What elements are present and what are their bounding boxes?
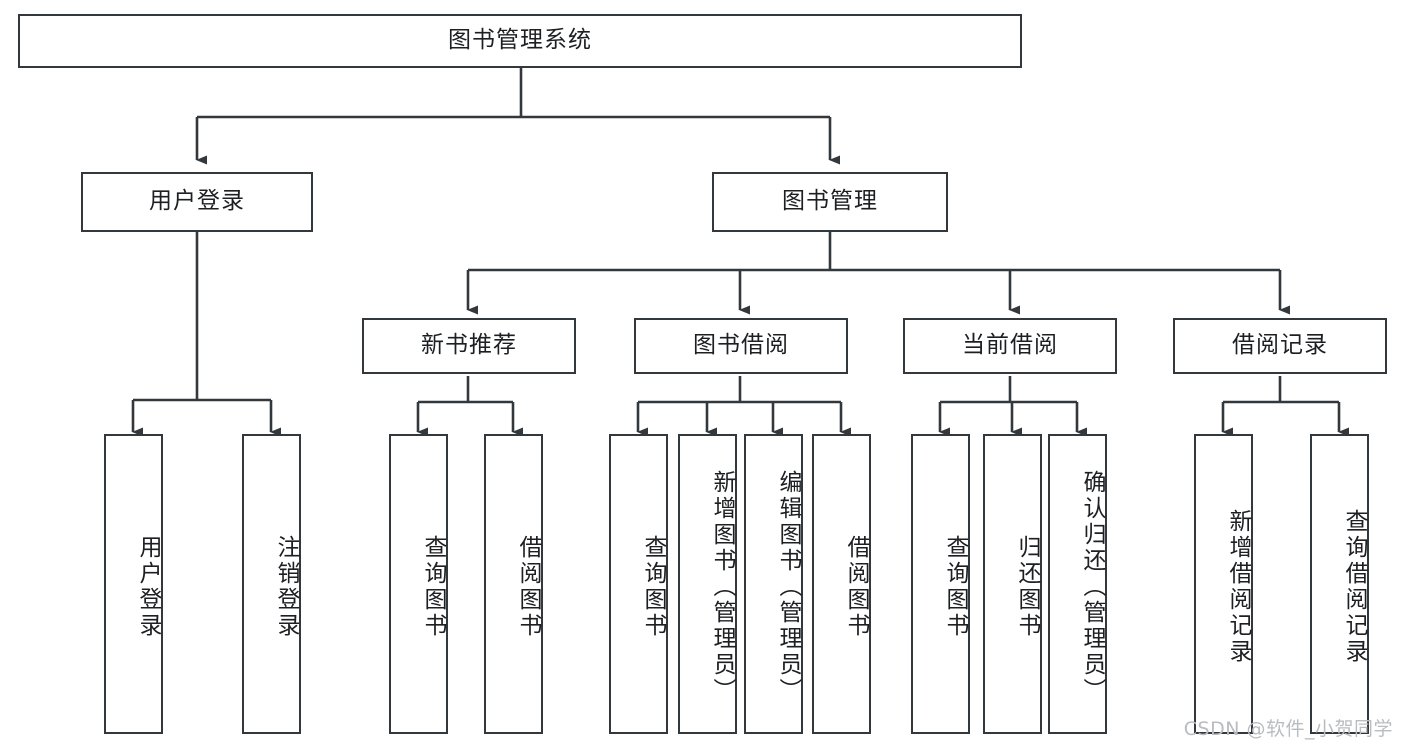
node-leaf-borrow-book-2[interactable]: 借阅图书 (812, 434, 871, 734)
node-book-borrow[interactable]: 图书借阅 (634, 318, 848, 374)
node-leaf-user-login-label: 用户登录 (135, 535, 161, 639)
node-leaf-user-logout-label: 注销登录 (273, 535, 299, 639)
node-book-borrow-label: 图书借阅 (693, 332, 789, 359)
node-leaf-edit-book-label: 编辑图书（管理员） (775, 470, 801, 704)
node-leaf-edit-book[interactable]: 编辑图书（管理员） (744, 434, 803, 734)
node-borrow-record-label: 借阅记录 (1232, 332, 1328, 359)
watermark: CSDN @软件_小贺同学 (1183, 718, 1393, 740)
node-book-manage-label: 图书管理 (782, 188, 878, 215)
node-user-login[interactable]: 用户登录 (81, 172, 313, 232)
node-leaf-add-book[interactable]: 新增图书（管理员） (678, 434, 737, 734)
node-root-label: 图书管理系统 (448, 27, 592, 54)
node-leaf-add-book-label: 新增图书（管理员） (709, 470, 735, 704)
node-new-book-recommend[interactable]: 新书推荐 (362, 318, 576, 374)
node-current-borrow[interactable]: 当前借阅 (903, 318, 1117, 374)
node-leaf-borrow-book-2-label: 借阅图书 (843, 535, 869, 639)
node-leaf-user-logout[interactable]: 注销登录 (242, 434, 301, 734)
node-leaf-confirm-return[interactable]: 确认归还（管理员） (1048, 434, 1107, 734)
node-leaf-user-login[interactable]: 用户登录 (104, 434, 163, 734)
node-leaf-return-book[interactable]: 归还图书 (983, 434, 1042, 734)
node-root[interactable]: 图书管理系统 (18, 14, 1022, 68)
node-leaf-add-record-label: 新增借阅记录 (1225, 509, 1251, 665)
node-leaf-query-record[interactable]: 查询借阅记录 (1310, 434, 1369, 734)
node-leaf-query-book-3[interactable]: 查询图书 (911, 434, 970, 734)
node-current-borrow-label: 当前借阅 (962, 332, 1058, 359)
node-leaf-borrow-book-1-label: 借阅图书 (515, 535, 541, 639)
node-leaf-query-book-2-label: 查询图书 (640, 535, 666, 639)
node-leaf-return-book-label: 归还图书 (1014, 535, 1040, 639)
node-leaf-add-record[interactable]: 新增借阅记录 (1194, 434, 1253, 734)
node-leaf-query-book-1[interactable]: 查询图书 (389, 434, 448, 734)
node-leaf-query-book-1-label: 查询图书 (420, 535, 446, 639)
node-book-manage[interactable]: 图书管理 (712, 172, 948, 232)
node-user-login-label: 用户登录 (149, 188, 245, 215)
node-borrow-record[interactable]: 借阅记录 (1173, 318, 1387, 374)
node-new-book-recommend-label: 新书推荐 (421, 332, 517, 359)
node-leaf-query-book-3-label: 查询图书 (942, 535, 968, 639)
node-leaf-query-record-label: 查询借阅记录 (1341, 509, 1367, 665)
node-leaf-confirm-return-label: 确认归还（管理员） (1079, 470, 1105, 704)
node-leaf-borrow-book-1[interactable]: 借阅图书 (484, 434, 543, 734)
node-leaf-query-book-2[interactable]: 查询图书 (609, 434, 668, 734)
